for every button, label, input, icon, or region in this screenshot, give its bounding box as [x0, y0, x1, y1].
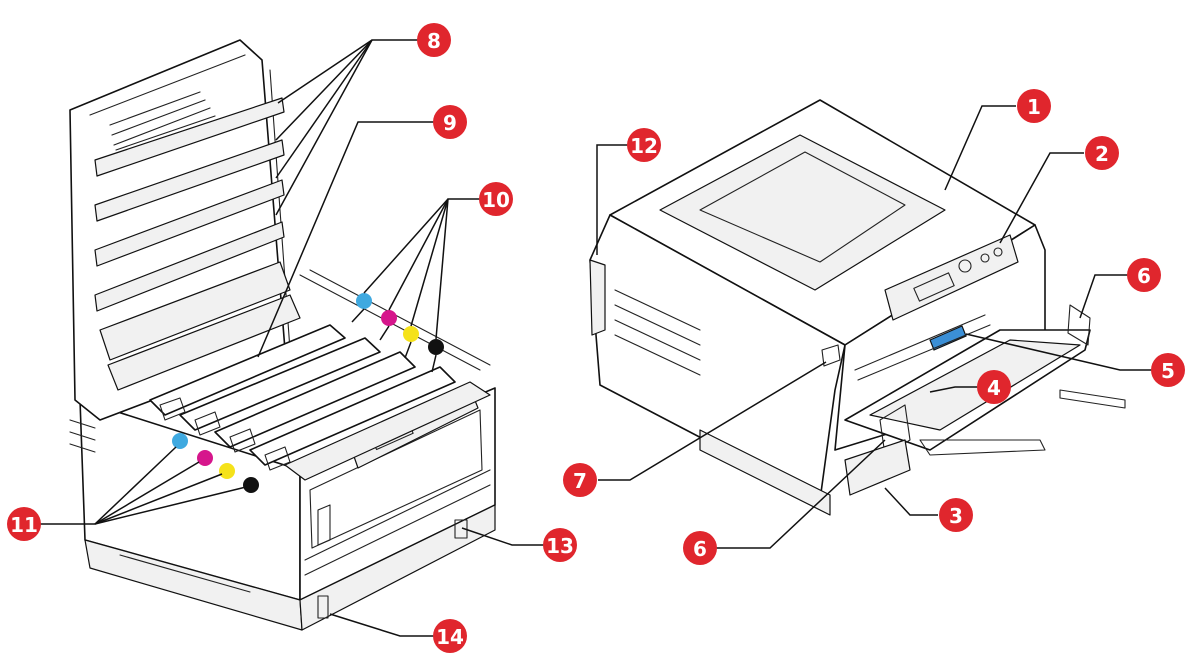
callout-badge [563, 463, 597, 497]
callout-c8: 8 [417, 23, 451, 57]
toner-arrows [351, 308, 437, 373]
callout-badge [433, 619, 467, 653]
callout-c7: 7 [563, 463, 597, 497]
callout-c6a: 6 [1127, 258, 1161, 292]
cover-release-latch [929, 325, 967, 351]
magenta-toner-dot [381, 310, 397, 326]
callout-badge [977, 370, 1011, 404]
cyan-toner-dot [356, 293, 372, 309]
callout-number: 6 [1137, 264, 1151, 288]
callout-badge [543, 528, 577, 562]
callout-number: 10 [482, 188, 510, 212]
callout-number: 6 [693, 537, 707, 561]
toner-color-dots [172, 293, 444, 493]
callout-badge [1085, 136, 1119, 170]
callout-badge [627, 128, 661, 162]
callout-number: 5 [1161, 359, 1175, 383]
callout-badge [939, 498, 973, 532]
callout-badge [433, 105, 467, 139]
callout-c14: 14 [433, 619, 467, 653]
callout-c13: 13 [543, 528, 577, 562]
callout-c2: 2 [1085, 136, 1119, 170]
magenta-drum-dot [197, 450, 213, 466]
yellow-toner-dot [403, 326, 419, 342]
callout-number: 3 [949, 504, 963, 528]
callout-c6b: 6 [683, 531, 717, 565]
callout-badge [7, 507, 41, 541]
callout-c11: 11 [7, 507, 41, 541]
callout-number: 8 [427, 29, 441, 53]
callout-badge [479, 182, 513, 216]
callout-badge [1127, 258, 1161, 292]
callout-number: 12 [630, 134, 658, 158]
callout-c5: 5 [1151, 353, 1185, 387]
callout-number: 14 [436, 625, 464, 649]
callout-c9: 9 [433, 105, 467, 139]
callout-number: 2 [1095, 142, 1109, 166]
callout-c4: 4 [977, 370, 1011, 404]
callout-badge [1017, 89, 1051, 123]
callout-badge [683, 531, 717, 565]
multi-purpose-tray [844, 304, 1126, 456]
callout-c12: 12 [627, 128, 661, 162]
image-drums [149, 324, 491, 481]
callout-number: 7 [573, 469, 587, 493]
black-drum-dot [243, 477, 259, 493]
callout-number: 13 [546, 534, 574, 558]
callout-number: 4 [987, 376, 1001, 400]
closed-printer-illustration [589, 99, 1126, 516]
callout-c10: 10 [479, 182, 513, 216]
callout-number: 9 [443, 111, 457, 135]
callout-number: 1 [1027, 95, 1041, 119]
callout-badge [1151, 353, 1185, 387]
cover-grille [109, 91, 216, 151]
open-printer-illustration [69, 39, 496, 631]
callout-badge [417, 23, 451, 57]
leader-lines [40, 39, 1152, 637]
callout-c1: 1 [1017, 89, 1051, 123]
black-toner-dot [428, 339, 444, 355]
cyan-drum-dot [172, 433, 188, 449]
callout-c3: 3 [939, 498, 973, 532]
yellow-drum-dot [219, 463, 235, 479]
callout-number: 11 [10, 513, 38, 537]
